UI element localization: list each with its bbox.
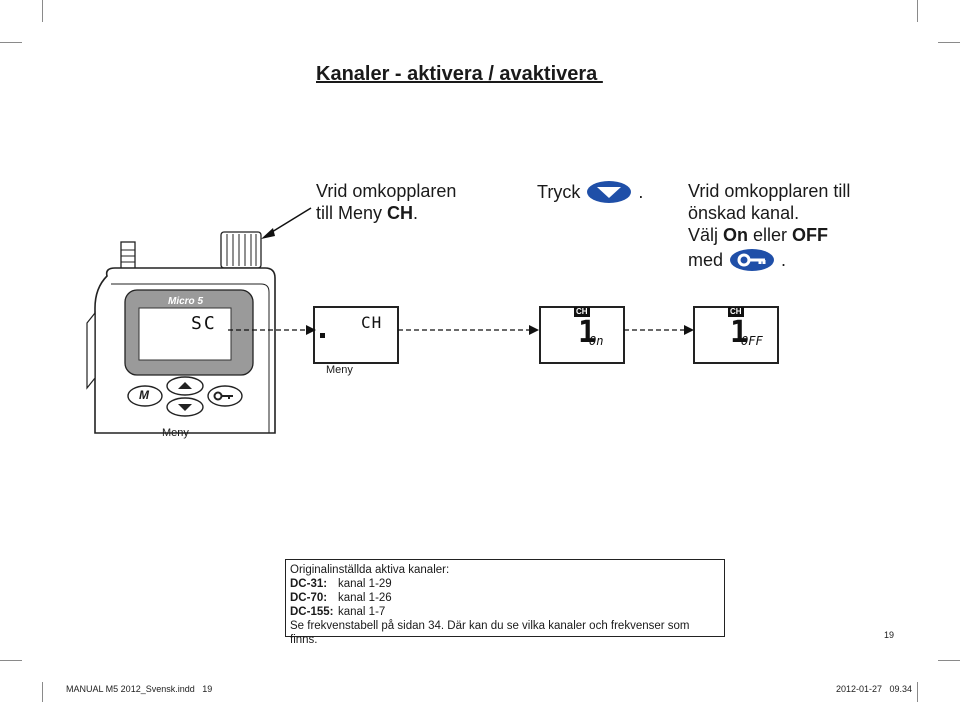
step-1-line-1: Vrid omkopplaren [316,181,457,201]
display-3-state: On [589,334,604,348]
box-row-model: DC-31: [290,578,328,590]
crop-mark [0,42,22,43]
box-row: DC-31: kanal 1-29 [290,577,720,591]
pointer-arrow [261,207,312,239]
step-1-bold: CH [387,203,414,223]
footer-timestamp: 2012-01-27 09.34 [836,684,913,694]
key-button-icon [729,248,775,272]
crop-mark [42,682,43,702]
step-3-line-4: med . [688,248,850,272]
box-row-model: DC-70: [290,592,328,604]
step-1-line-2: till Meny CH. [316,202,456,224]
brand-label: Micro 5 [168,296,204,307]
box-row-value: kanal 1-29 [338,578,392,590]
step-3-on: On [723,225,749,245]
page-title: Kanaler - aktivera / avaktivera [316,63,603,85]
display-4-channel: 1 [730,315,749,350]
down-arrow-button-icon [586,180,632,204]
display-3-ch-badge: CH [574,307,590,317]
down-arrow-icon [166,397,204,417]
step-2-suffix: . [638,182,644,202]
step-2-text: Tryck . [537,180,643,204]
box-row: DC-70: kanal 1-26 [290,591,720,605]
display-2-caption: Meny [326,364,353,376]
step-3-off: OFF [792,225,829,245]
device-button-panel [127,376,243,417]
device-display-text: SC [191,313,217,334]
box-row: DC-155: kanal 1-7 [290,605,720,619]
step-3-line-3: Välj On eller OFF [688,224,850,246]
step-3-line-1: Vrid omkopplaren till [688,181,851,201]
box-note: Se frekvenstabell på sidan 34. Där kan d… [290,620,690,646]
step-3-med: med [688,250,724,270]
display-2-text: CH [361,313,383,332]
step-3-period: . [781,250,787,270]
display-2 [313,306,399,364]
key-icon [207,385,243,407]
step-3-text: Vrid omkopplaren till önskad kanal. Välj… [688,180,850,272]
step-1-text: Vrid omkopplaren till Meny CH. [316,180,456,224]
display-3-channel: 1 [578,315,597,350]
device-meny-label: Meny [162,427,189,439]
crop-mark [938,660,960,661]
crop-mark [917,0,918,22]
knob-icon [220,231,262,269]
flow-arrows [228,325,694,335]
step-3-mid: eller [748,225,793,245]
crop-mark [42,0,43,22]
page-number: 19 [884,630,895,640]
box-row-value: kanal 1-7 [338,606,386,618]
box-row-value: kanal 1-26 [338,592,392,604]
footer-file-name: MANUAL M5 2012_Svensk.indd 19 [66,684,213,694]
up-arrow-icon [166,376,204,396]
step-3-line-2: önskad kanal. [688,203,800,223]
display-2-dot [320,333,325,338]
box-row-model: DC-155: [290,606,334,618]
step-1-prefix: till Meny [316,203,388,223]
crop-mark [0,660,22,661]
display-4-ch-badge: CH [728,307,744,317]
default-channels-box: Originalinställda aktiva kanaler: DC-31:… [285,559,725,646]
step-3-prefix: Välj [688,225,724,245]
crop-mark [938,42,960,43]
device-button-m: M [139,388,149,402]
step-1-suffix: . [413,203,419,223]
crop-mark [917,682,918,702]
display-4-state: OFF [741,334,763,348]
step-2-prefix: Tryck [537,182,581,202]
box-heading: Originalinställda aktiva kanaler: [290,564,450,576]
